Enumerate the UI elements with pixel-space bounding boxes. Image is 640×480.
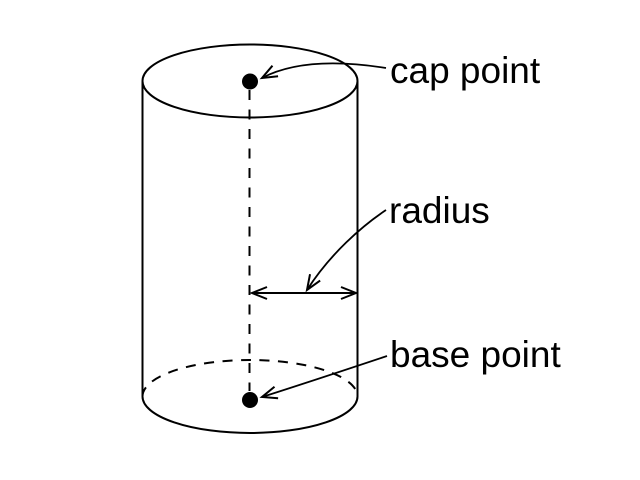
radius-label: radius (389, 190, 490, 231)
cap-point-dot (242, 73, 258, 90)
base-point-leader-arrow (259, 355, 388, 400)
cylinder-bottom-back-arc (141, 359, 359, 397)
radius-leader-arrow (305, 209, 387, 293)
base-point-label: base point (390, 334, 561, 375)
base-point-dot (242, 392, 258, 408)
cap-point-leader-arrow (259, 62, 387, 80)
cap-point-label: cap point (390, 50, 541, 91)
cylinder-bottom-front-arc (141, 396, 359, 434)
